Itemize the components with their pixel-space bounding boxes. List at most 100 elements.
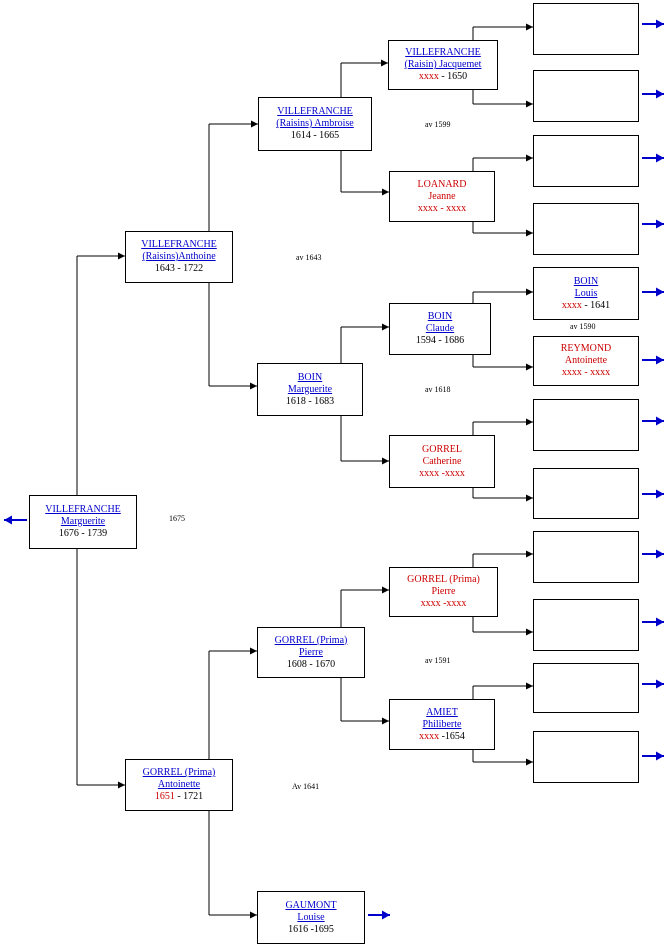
person-surname[interactable]: BOIN	[427, 311, 453, 322]
arrowhead-icon	[526, 418, 533, 426]
marriage-date: Av 1641	[292, 782, 320, 791]
ancestor-next-arrow-icon[interactable]	[642, 219, 664, 229]
arrowhead-icon	[118, 781, 125, 789]
person-slot-empty[interactable]	[533, 3, 639, 55]
person-given-name[interactable]: Claude	[425, 323, 455, 334]
person-dates: 1618 - 1683	[285, 395, 335, 407]
person-slot-empty[interactable]	[533, 399, 639, 451]
marriage-date: av 1591	[425, 656, 451, 665]
person-given-name: Antoinette	[564, 355, 608, 366]
arrowhead-icon	[526, 628, 533, 636]
person-slot-empty[interactable]	[533, 531, 639, 583]
marriage-date: av 1590	[570, 322, 596, 331]
marriage-date: av 1618	[425, 385, 451, 394]
person-given-name[interactable]: (Raisins)Anthoine	[142, 251, 216, 262]
person-slot-empty[interactable]	[533, 599, 639, 651]
marriage-date: av 1599	[425, 120, 451, 129]
ancestor-next-arrow-icon[interactable]	[642, 679, 664, 689]
ancestor-next-arrow-icon[interactable]	[642, 549, 664, 559]
person-dates: 1651 - 1721	[155, 791, 203, 803]
person-dates: 1676 - 1739	[58, 528, 108, 539]
person-given-name[interactable]: Antoinette	[157, 779, 201, 790]
person-given-name[interactable]: Pierre	[299, 646, 323, 658]
ancestor-next-arrow-icon[interactable]	[642, 751, 664, 761]
person-slot-empty[interactable]	[533, 731, 639, 783]
person-given-name[interactable]: (Raisin) Jacquemet	[404, 59, 482, 70]
ancestor-next-arrow-icon[interactable]	[642, 89, 664, 99]
birth-year: xxxx	[418, 71, 439, 82]
person-surname[interactable]: GAUMONT	[285, 899, 337, 911]
arrowhead-icon	[250, 382, 257, 390]
arrowhead-icon	[526, 494, 533, 502]
person-dates: xxxx - xxxx	[417, 202, 467, 214]
person-given-name[interactable]: Philiberte	[422, 718, 462, 730]
person-slot-empty[interactable]	[533, 663, 639, 713]
person-given-name[interactable]: Marguerite	[287, 383, 333, 395]
person-given-name: Jeanne	[428, 190, 456, 202]
person-dates: xxxx -xxxx	[420, 598, 467, 609]
person-surname: GORREL (Prima)	[407, 574, 480, 585]
arrowhead-icon	[526, 550, 533, 558]
death-year: -1654	[439, 730, 465, 742]
person-surname[interactable]: GORREL (Prima)	[142, 767, 216, 778]
person-surname[interactable]: VILLEFRANCHE	[45, 504, 121, 515]
person-given-name[interactable]: (Raisins) Ambroise	[276, 118, 354, 129]
arrowhead-icon	[526, 288, 533, 296]
ancestor-next-arrow-icon[interactable]	[642, 416, 664, 426]
arrowhead-icon	[250, 647, 257, 655]
ancestor-next-arrow-icon[interactable]	[642, 287, 664, 297]
person-dates: xxxx - 1641	[562, 300, 610, 312]
person-surname[interactable]: BOIN	[297, 371, 323, 383]
arrowhead-icon	[526, 100, 533, 108]
person-dates: 1594 - 1686	[415, 335, 465, 346]
person-slot-empty[interactable]	[533, 70, 639, 122]
marriage-date: av 1643	[296, 253, 322, 262]
ancestor-next-arrow-icon[interactable]	[642, 617, 664, 627]
person-surname: REYMOND	[560, 343, 612, 354]
person-surname[interactable]: AMIET	[426, 706, 458, 718]
person-surname[interactable]: VILLEFRANCHE	[405, 47, 481, 58]
death-year: - 1721	[174, 791, 204, 802]
person-dates: 1608 - 1670	[286, 658, 336, 670]
person-slot-empty[interactable]	[533, 135, 639, 187]
person-given-name[interactable]: Louise	[297, 911, 325, 923]
ancestor-next-arrow-icon[interactable]	[368, 910, 390, 920]
ancestor-next-arrow-icon[interactable]	[642, 489, 664, 499]
person-given-name[interactable]: Louis	[574, 287, 598, 299]
descendant-back-arrow-icon[interactable]	[4, 515, 27, 525]
ancestor-next-arrow-icon[interactable]	[642, 19, 664, 29]
ancestor-next-arrow-icon[interactable]	[642, 355, 664, 365]
person-surname[interactable]: VILLEFRANCHE	[141, 239, 217, 250]
arrowhead-icon	[118, 252, 125, 260]
person-dates: xxxx -1654	[419, 731, 465, 743]
person-surname: LOANARD	[417, 178, 467, 190]
arrowhead-icon	[526, 229, 533, 237]
death-year: - 1641	[581, 299, 611, 311]
birth-year: xxxx	[561, 299, 582, 311]
person-slot-empty[interactable]	[533, 203, 639, 255]
person-surname[interactable]: GORREL (Prima)	[274, 634, 348, 646]
person-surname[interactable]: VILLEFRANCHE	[277, 106, 353, 117]
person-slot-empty[interactable]	[533, 468, 639, 519]
ancestor-next-arrow-icon[interactable]	[642, 153, 664, 163]
person-given-name[interactable]: Marguerite	[60, 516, 106, 527]
person-surname[interactable]: BOIN	[573, 275, 599, 287]
arrowhead-icon	[526, 758, 533, 766]
person-dates: xxxx - 1650	[419, 71, 467, 83]
